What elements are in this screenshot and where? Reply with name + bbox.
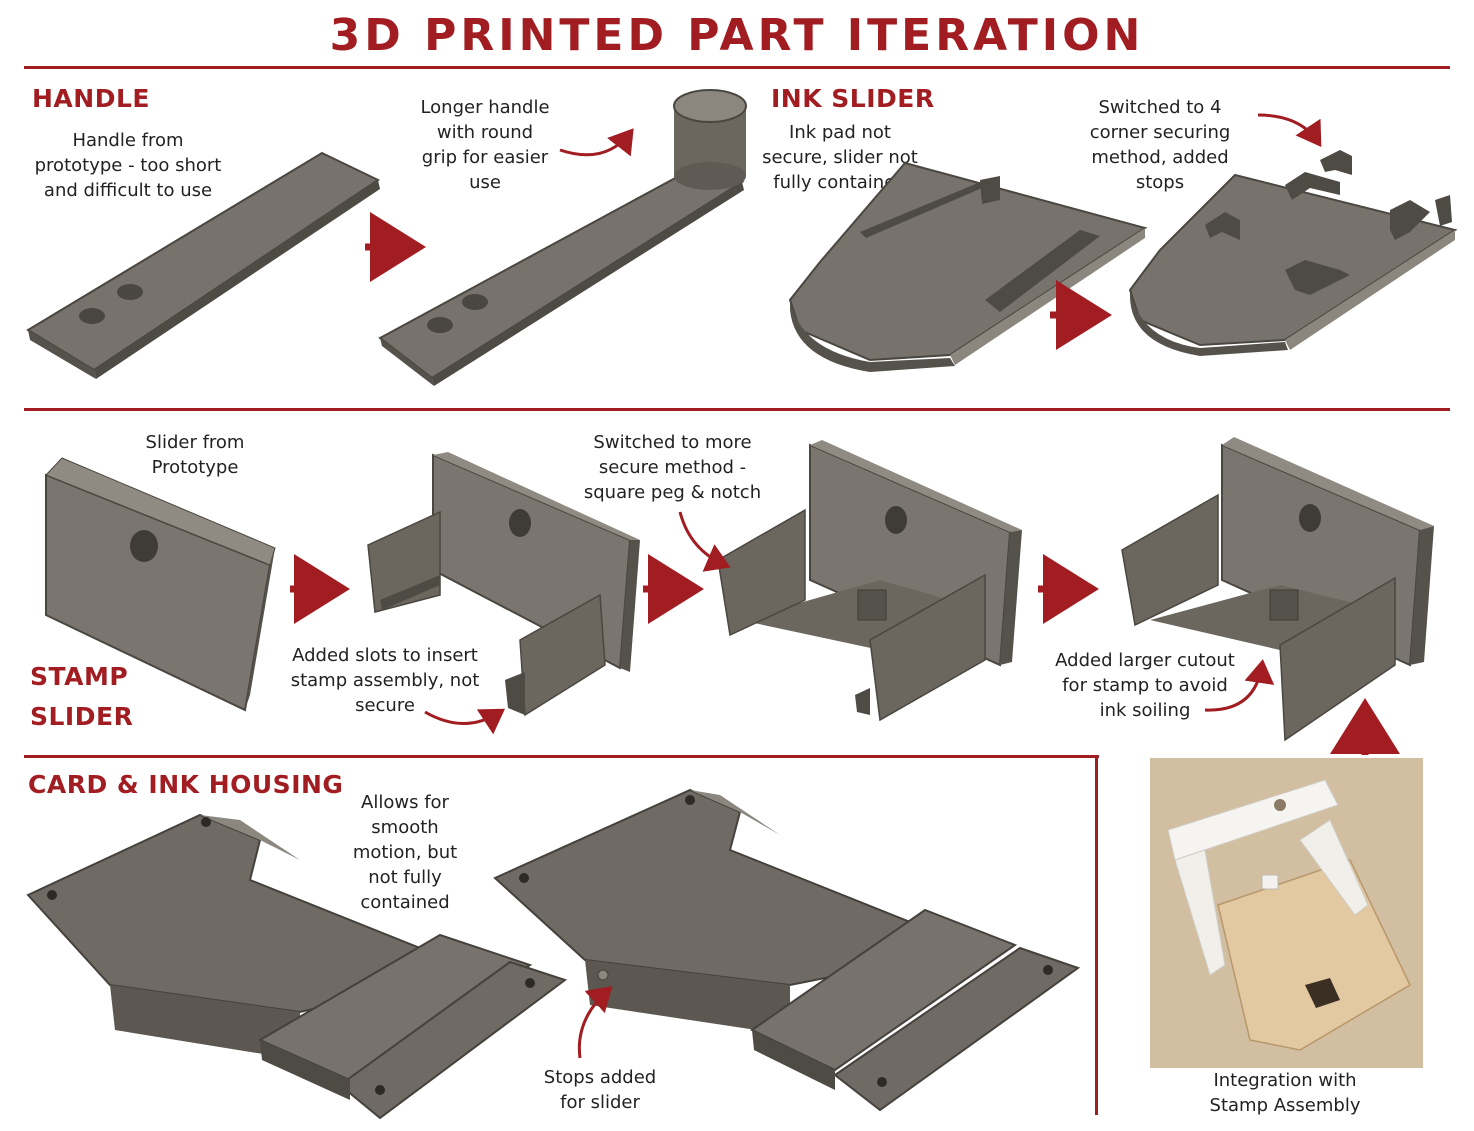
housing-v2-render [493, 788, 1081, 1112]
section-ink-slider: INK SLIDER [771, 84, 935, 113]
integration-photo [1150, 758, 1423, 1068]
slider-prototype-render [45, 457, 276, 712]
section-stamp-slider-line1: STAMP [30, 662, 129, 691]
housing-v1-render [26, 813, 568, 1120]
section-card-ink-housing: CARD & INK HOUSING [28, 770, 344, 799]
row1-divider [24, 408, 1450, 411]
ink-slider-v1-render [788, 161, 1148, 372]
handle-prototype-render [26, 151, 381, 379]
page-title: 3D PRINTED PART ITERATION [329, 10, 1145, 61]
section-handle: HANDLE [32, 84, 150, 113]
slider-cutout-render [1121, 437, 1434, 742]
handle-longer-render [378, 89, 747, 386]
slider-slots-render [367, 452, 640, 717]
title-divider [24, 66, 1450, 69]
slider-peg-render [717, 440, 1022, 722]
section-stamp-slider-line2: SLIDER [30, 702, 134, 731]
housing-divider [1095, 755, 1098, 1115]
ink-slider-v2-render [1128, 150, 1458, 356]
row2-divider [24, 755, 1099, 758]
